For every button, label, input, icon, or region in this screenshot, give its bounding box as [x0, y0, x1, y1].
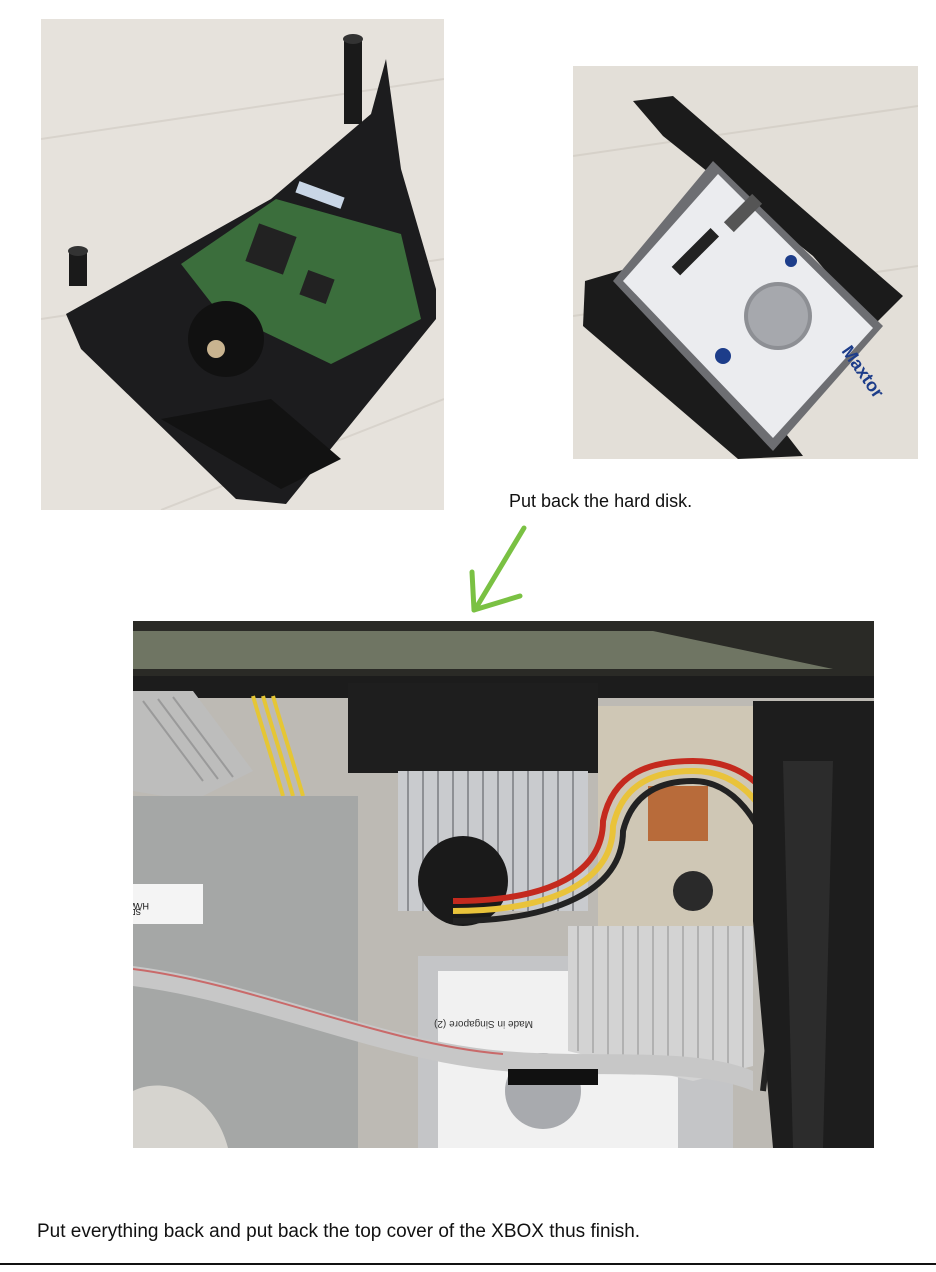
photo-disk-label: Maxtor	[573, 66, 918, 459]
disk-made-in-text: Made in Singapore (2)	[434, 1018, 533, 1029]
drive-label-model: SDG-605F/MS	[133, 907, 141, 916]
arrow-down-left-icon	[469, 525, 527, 613]
bottom-rule	[0, 1263, 936, 1265]
photo-xbox-interior: H/W:001 SDG-605F/MS Made in Singapore (2…	[133, 621, 874, 1148]
caption-put-back-disk: Put back the hard disk.	[509, 491, 693, 511]
drive-label-hw: H/W:001	[133, 901, 149, 911]
caption-finish: Put everything back and put back the top…	[37, 1221, 641, 1242]
photo-disk-underside	[41, 19, 444, 510]
